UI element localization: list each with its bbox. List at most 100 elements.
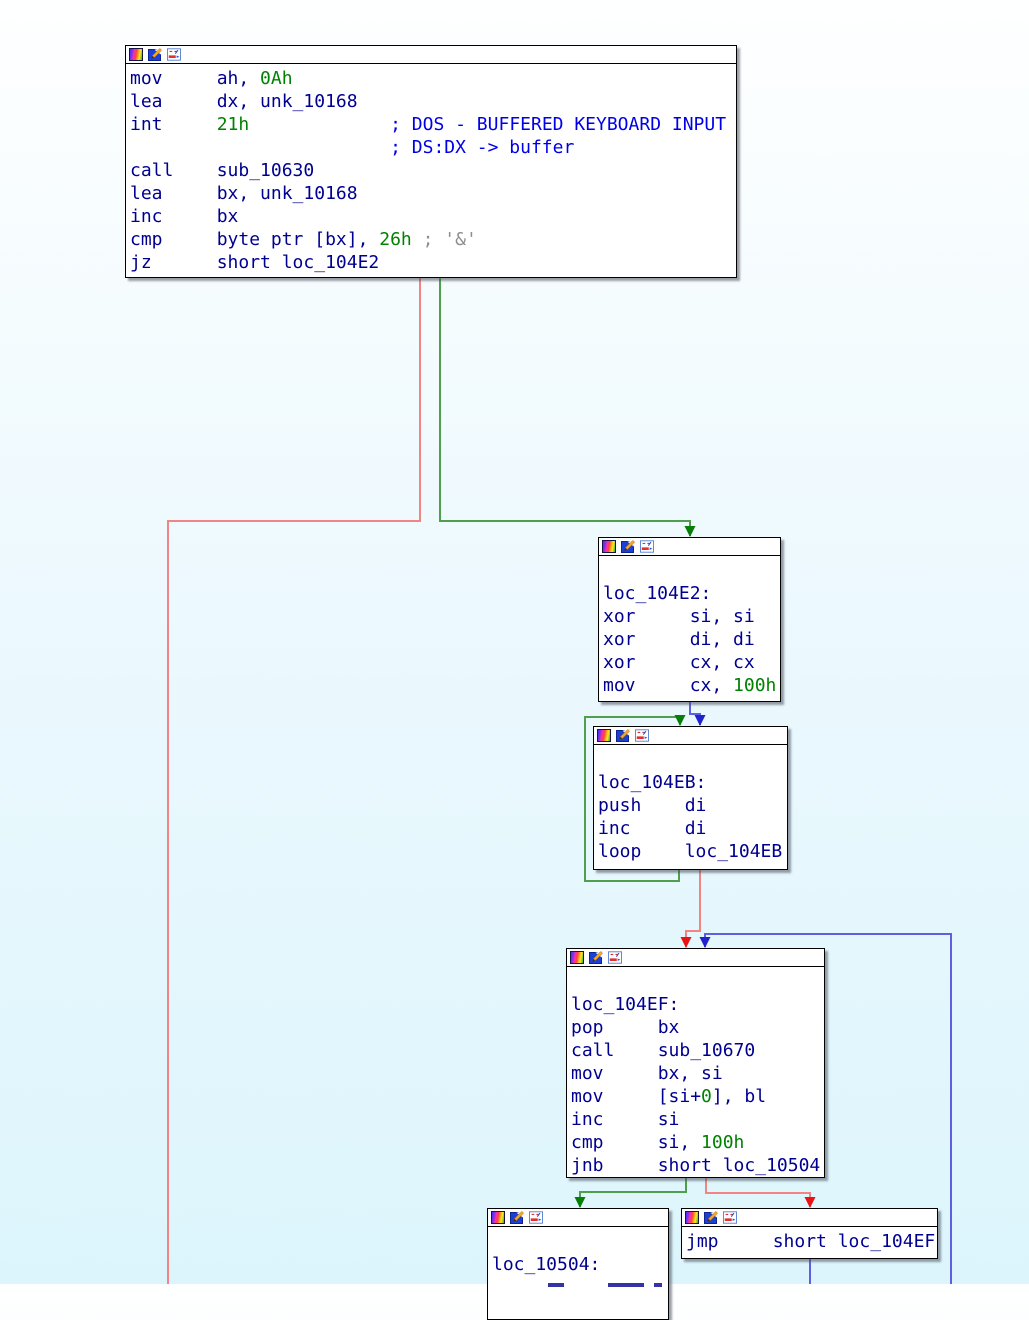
group-nodes-icon[interactable]	[608, 951, 622, 964]
code-line[interactable]: lea dx, unk_10168	[130, 90, 736, 113]
code-line[interactable]: inc di	[598, 817, 787, 840]
node-code-body: loc_10504:	[488, 1227, 668, 1299]
code-line[interactable]: jz short loc_104E2	[130, 251, 736, 274]
code-segment-code: loc_104E2:	[603, 583, 712, 604]
group-nodes-icon[interactable]	[529, 1211, 543, 1224]
edit-pencil-icon[interactable]	[589, 951, 603, 964]
block-jmp-loc_104EF[interactable]: jmp short loc_104EF	[681, 1208, 938, 1259]
color-swatch-icon[interactable]	[491, 1211, 505, 1224]
code-segment-gray: ; '&'	[422, 229, 477, 250]
color-swatch-icon[interactable]	[570, 951, 584, 964]
group-nodes-icon[interactable]	[723, 1211, 737, 1224]
code-segment-code: xor si, si	[603, 606, 755, 627]
blank-line	[571, 970, 824, 993]
code-segment-code	[249, 114, 390, 135]
code-segment-code: xor di, di	[603, 629, 755, 650]
code-segment-code: lea bx, unk_10168	[130, 183, 358, 204]
code-line[interactable]: push di	[598, 794, 787, 817]
code-line[interactable]: cmp si, 100h	[571, 1131, 824, 1154]
code-line[interactable]: xor cx, cx	[603, 651, 780, 674]
code-segment-code: call sub_10630	[130, 160, 315, 181]
code-segment-num: 21h	[216, 114, 250, 135]
code-segment-code: int	[130, 114, 217, 135]
color-swatch-icon[interactable]	[602, 540, 616, 553]
code-segment-num: 0	[701, 1086, 712, 1107]
node-title-bar[interactable]	[126, 46, 736, 64]
code-line[interactable]: mov bx, si	[571, 1062, 824, 1085]
blank-line	[598, 748, 787, 771]
code-line[interactable]: loc_104EF:	[571, 993, 824, 1016]
edge-jz-taken	[439, 278, 691, 536]
code-line[interactable]: loc_10504:	[492, 1253, 668, 1276]
code-line[interactable]: loop loc_104EB	[598, 840, 787, 863]
node-title-bar[interactable]	[599, 538, 780, 556]
node-title-bar[interactable]	[567, 949, 824, 967]
code-line[interactable]: ; DS:DX -> buffer	[130, 136, 736, 159]
node-title-bar[interactable]	[488, 1209, 668, 1227]
edge-jnb-fallthrough	[705, 1178, 811, 1207]
code-line[interactable]: loc_104EB:	[598, 771, 787, 794]
code-line[interactable]: mov cx, 100h	[603, 674, 780, 697]
code-line[interactable]: inc si	[571, 1108, 824, 1131]
code-segment-code: loc_104EB:	[598, 772, 707, 793]
code-line[interactable]: cmp byte ptr [bx], 26h ; '&'	[130, 228, 736, 251]
edit-pencil-icon[interactable]	[510, 1211, 524, 1224]
code-segment-code: jz short loc_104E2	[130, 252, 380, 273]
code-line[interactable]: xor si, si	[603, 605, 780, 628]
code-segment-code: jnb short loc_10504	[571, 1155, 821, 1176]
edit-pencil-icon[interactable]	[704, 1211, 718, 1224]
code-line[interactable]: int 21h ; DOS - BUFFERED KEYBOARD INPUT	[130, 113, 736, 136]
code-segment-code: mov ah,	[130, 68, 261, 89]
edit-pencil-icon[interactable]	[148, 48, 162, 61]
node-title-bar[interactable]	[594, 727, 787, 745]
code-line[interactable]: call sub_10630	[130, 159, 736, 182]
group-nodes-icon[interactable]	[167, 48, 181, 61]
edit-pencil-icon[interactable]	[616, 729, 630, 742]
code-segment-code: loc_10504:	[492, 1254, 601, 1275]
clipped-code-line	[492, 1276, 668, 1299]
edge-jnb-taken	[579, 1178, 687, 1207]
code-line[interactable]: lea bx, unk_10168	[130, 182, 736, 205]
color-swatch-icon[interactable]	[685, 1211, 699, 1224]
code-line[interactable]: xor di, di	[603, 628, 780, 651]
code-line[interactable]: inc bx	[130, 205, 736, 228]
code-segment-code: cmp byte ptr [bx],	[130, 229, 380, 250]
code-line[interactable]: pop bx	[571, 1016, 824, 1039]
code-segment-code	[412, 229, 423, 250]
edit-pencil-icon[interactable]	[621, 540, 635, 553]
code-line[interactable]: jnb short loc_10504	[571, 1154, 824, 1177]
blank-line	[603, 559, 780, 582]
color-swatch-icon[interactable]	[129, 48, 143, 61]
code-line[interactable]: jmp short loc_104EF	[686, 1230, 937, 1253]
code-segment-num: 0Ah	[260, 68, 293, 89]
code-segment-code: pop bx	[571, 1017, 680, 1038]
blank-line	[492, 1230, 668, 1253]
edge-jmp-target-arrowhead	[699, 937, 711, 948]
code-line[interactable]: loc_104E2:	[603, 582, 780, 605]
edge-b2-fallthrough	[689, 702, 701, 725]
code-line[interactable]: call sub_10670	[571, 1039, 824, 1062]
edge-jnb-taken-arrowhead	[574, 1197, 586, 1208]
code-line[interactable]: mov ah, 0Ah	[130, 67, 736, 90]
node-code-body: jmp short loc_104EF	[682, 1227, 937, 1253]
code-segment-code	[130, 137, 390, 158]
group-nodes-icon[interactable]	[635, 729, 649, 742]
code-segment-code: mov cx,	[603, 675, 734, 696]
group-nodes-icon[interactable]	[640, 540, 654, 553]
code-line[interactable]: mov [si+0], bl	[571, 1085, 824, 1108]
code-segment-code: lea dx, unk_10168	[130, 91, 358, 112]
block-loc_10504[interactable]: loc_10504:	[487, 1208, 669, 1320]
edge-loop-taken-arrowhead	[674, 715, 686, 726]
node-title-bar[interactable]	[682, 1209, 937, 1227]
color-swatch-icon[interactable]	[597, 729, 611, 742]
code-segment-code: ], bl	[711, 1086, 767, 1107]
code-segment-code: loop loc_104EB	[598, 841, 783, 862]
